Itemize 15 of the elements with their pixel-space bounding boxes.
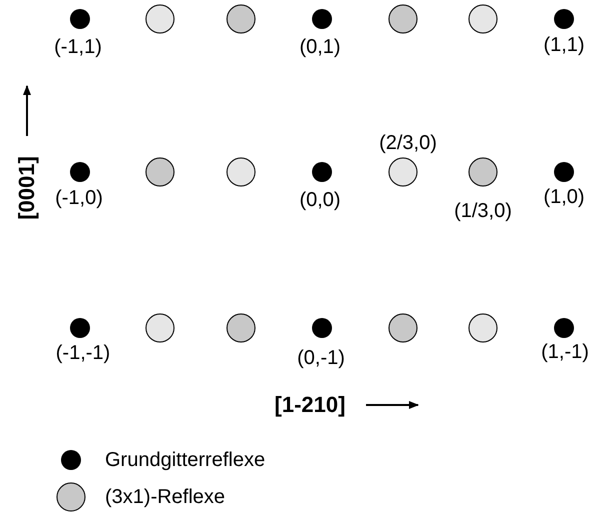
legend-label: Grundgitterreflexe (105, 450, 266, 470)
legend-label: (3x1)-Reflexe (105, 487, 226, 507)
index-label: (1,-1) (541, 342, 589, 362)
index-label: (-1,-1) (56, 343, 110, 363)
index-label: (1,1) (543, 35, 585, 55)
index-label: (1,0) (543, 187, 585, 207)
index-label: (0,1) (299, 37, 341, 57)
index-label: (-1,1) (54, 37, 102, 57)
index-label: (0,-1) (297, 348, 345, 368)
index-label: (-1,0) (55, 188, 103, 208)
index-label: (1/3,0) (454, 201, 512, 221)
index-label: (2/3,0) (379, 133, 437, 153)
axis-label: [1-210] (274, 394, 346, 416)
axis-label: [0001] (16, 156, 38, 220)
index-label: (0,0) (299, 190, 341, 210)
